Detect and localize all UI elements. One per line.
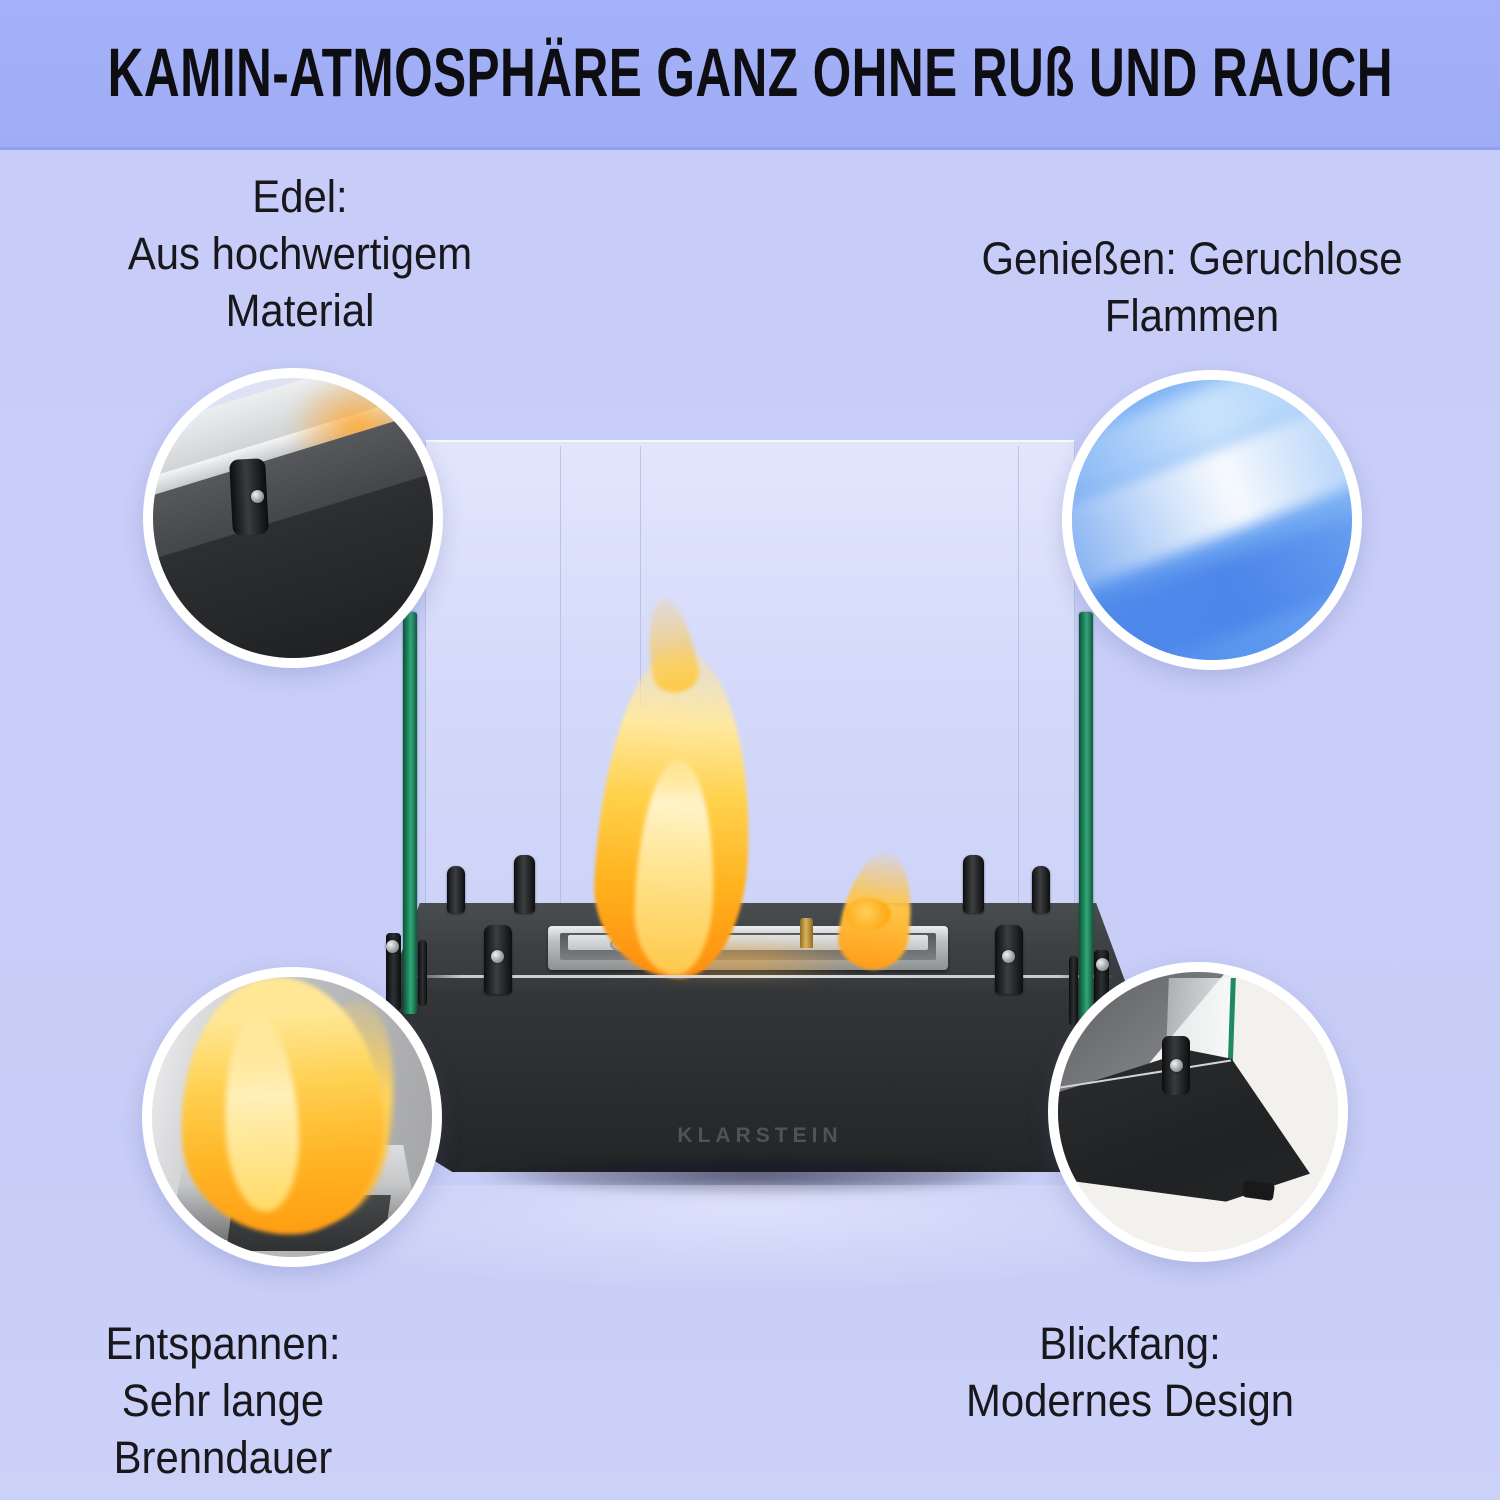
detail-photo-material bbox=[143, 368, 443, 668]
clamp-screw bbox=[386, 940, 399, 953]
base-front-face: KLARSTEIN bbox=[392, 988, 1128, 1172]
caption-line: Material bbox=[225, 285, 375, 336]
feature-caption-odorless-flames: Genießen: Geruchlose Flammen bbox=[922, 230, 1461, 344]
steel-trim-line bbox=[405, 975, 1115, 978]
clamp-screw bbox=[1096, 958, 1109, 971]
glass-reflection-line bbox=[560, 446, 561, 950]
peg-screw-detail bbox=[251, 490, 264, 503]
caption-line: Flammen bbox=[1104, 290, 1280, 341]
side-glass-left-edge bbox=[403, 612, 417, 1014]
caption-line: Sehr lange Brenndauer bbox=[113, 1375, 333, 1483]
caption-line: Blickfang: bbox=[1039, 1318, 1221, 1369]
flame-ember bbox=[845, 898, 891, 930]
glass-clamp-left-rear bbox=[418, 940, 427, 1006]
caption-line: Entspannen: bbox=[105, 1318, 341, 1369]
caption-line: Genießen: Geruchlose bbox=[981, 233, 1403, 284]
glass-holder-peg bbox=[447, 866, 465, 913]
glass-holder-peg bbox=[963, 855, 984, 913]
side-glass-right-edge bbox=[1079, 612, 1093, 1042]
detail-photo-yellow-flame bbox=[142, 967, 442, 1267]
header-banner: KAMIN-ATMOSPHÄRE GANZ OHNE RUß UND RAUCH bbox=[0, 0, 1500, 150]
detail-photo-blue-flame bbox=[1062, 370, 1362, 670]
glass-holder-peg bbox=[514, 855, 535, 913]
caption-line: Edel: bbox=[252, 171, 348, 222]
detail-photo-design bbox=[1048, 962, 1348, 1262]
peg-screw bbox=[1002, 950, 1015, 963]
peg-screw bbox=[491, 950, 504, 963]
feature-caption-material: Edel: Aus hochwertigem Material bbox=[77, 168, 523, 339]
feature-caption-modern-design: Blickfang: Modernes Design bbox=[907, 1315, 1353, 1429]
brand-label: KLARSTEIN bbox=[677, 1124, 843, 1147]
caption-line: Aus hochwertigem bbox=[127, 228, 473, 279]
glass-reflection-line bbox=[1018, 446, 1019, 950]
glass-holder-peg bbox=[1032, 866, 1050, 913]
peg-screw-detail bbox=[1170, 1058, 1183, 1072]
caption-line: Modernes Design bbox=[966, 1375, 1294, 1426]
feature-caption-burn-time: Entspannen: Sehr lange Brenndauer bbox=[23, 1315, 423, 1486]
banner-title: KAMIN-ATMOSPHÄRE GANZ OHNE RUß UND RAUCH bbox=[107, 35, 1393, 112]
